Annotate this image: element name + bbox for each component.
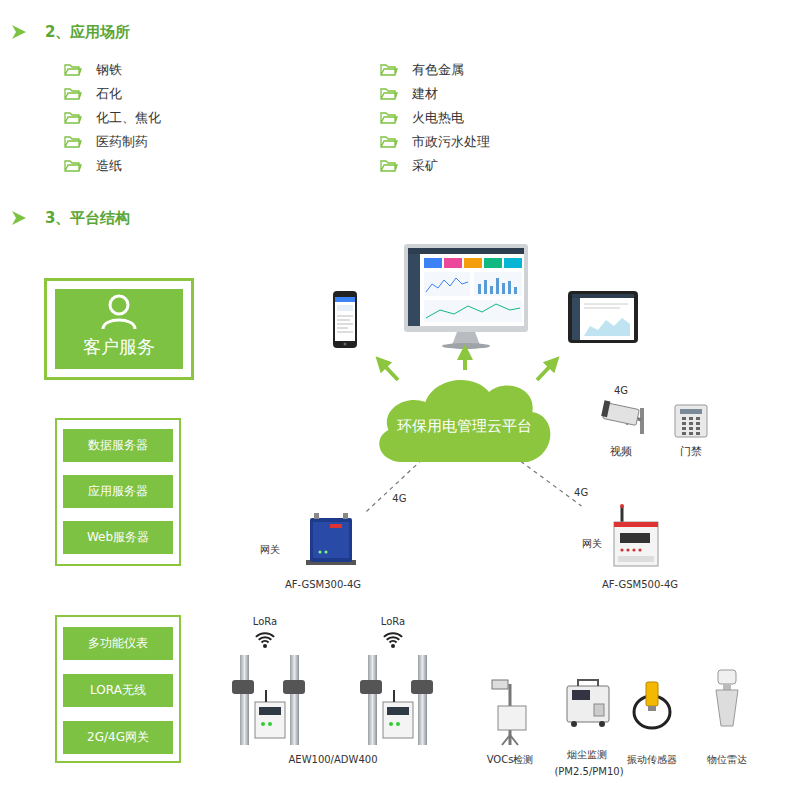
gateway-node: 网关 AF-GSM500-4G (580, 506, 700, 592)
service-box: 客户服务 (44, 278, 194, 380)
group-outline: 多功能仪表 LORA无线 2G/4G网关 (55, 615, 181, 763)
folder-icon (65, 65, 81, 75)
folder-icon (381, 161, 397, 171)
list-item: 市政污水处理 (412, 134, 490, 150)
gateway-caption: 网关 (260, 543, 280, 557)
tablet-illustration (568, 291, 638, 343)
device-box-text: 多功能仪表 (88, 635, 148, 652)
dashed-link (366, 454, 428, 512)
list-item: 造纸 (96, 158, 122, 174)
device-box: 多功能仪表 (63, 627, 173, 660)
device-caption: VOCs检测 (487, 754, 534, 766)
folder-icon (65, 137, 81, 147)
section-heading: 3、平台结构 (45, 209, 130, 227)
folder-icon (65, 89, 81, 99)
list-item: 火电热电 (412, 110, 464, 126)
cloud-platform: 环保用电管理云平台 (372, 370, 557, 470)
list-item: 化工、焦化 (96, 110, 161, 126)
camera-illustration (601, 400, 644, 434)
gateway-illustration (306, 513, 356, 565)
link-label: 4G (614, 385, 628, 397)
device-caption: (PM2.5/PM10) (554, 766, 623, 778)
door-access-illustration (675, 405, 707, 437)
device-box-text: 2G/4G网关 (87, 729, 149, 746)
device-caption: 振动传感器 (627, 754, 677, 766)
section-heading: 2、应用场所 (45, 23, 130, 41)
folder-icon (381, 89, 397, 99)
link-label: LoRa (381, 616, 405, 628)
list-item: 采矿 (412, 158, 438, 174)
link-label: LoRa (253, 616, 277, 628)
meter-unit (360, 633, 433, 745)
device-box: 2G/4G网关 (63, 721, 173, 754)
device-caption: AEW100/ADW400 (288, 754, 377, 766)
group-outline: 数据服务器应用服务器 Web服务器 (55, 418, 181, 566)
model-number: AF-GSM300-4G (285, 579, 361, 590)
device-caption: 视频 (610, 445, 632, 458)
phone-illustration (333, 291, 357, 348)
folder-icon (381, 113, 397, 123)
level-radar-illustration (716, 670, 738, 726)
device-caption: 烟尘监测 (567, 749, 607, 761)
server-box-text: 数据服务器 (88, 437, 148, 454)
meter-illustration (232, 633, 433, 745)
device-caption: 门禁 (680, 445, 702, 458)
model-number: AF-GSM500-4G (602, 579, 678, 590)
server-box: Web服务器 (63, 521, 173, 554)
section-marker (12, 25, 26, 225)
list-item: 石化 (96, 86, 122, 102)
server-box: 数据服务器 (63, 429, 173, 462)
device-box: LORA无线 (63, 674, 173, 707)
folder-icon (65, 113, 81, 123)
vocs-sensor-illustration (492, 680, 526, 745)
list-item: 钢铁 (96, 62, 122, 78)
list-item: 医药制药 (96, 134, 148, 150)
list-item: 有色金属 (412, 62, 464, 78)
list-item: 建材 (412, 86, 438, 102)
folder-icon (381, 137, 397, 147)
service-box-text: 客户服务 (83, 335, 155, 359)
vibration-sensor-illustration (634, 682, 670, 728)
folder-icon (381, 65, 397, 75)
meter-unit (232, 633, 305, 745)
link-label: 4G (572, 487, 590, 498)
server-box-text: Web服务器 (87, 529, 149, 546)
monitor-illustration (404, 244, 528, 349)
device-caption: 物位雷达 (707, 754, 747, 766)
folder-icons (65, 65, 397, 171)
device-box-text: LORA无线 (90, 682, 146, 699)
gateway-illustration (614, 504, 658, 566)
server-box: 应用服务器 (63, 475, 173, 508)
server-box-text: 应用服务器 (88, 483, 148, 500)
person-icon (99, 291, 139, 331)
cloud-platform-text: 环保用电管理云平台 (397, 417, 532, 436)
folder-icon (65, 161, 81, 171)
link-label: 4G (390, 492, 408, 503)
gateway-caption: 网关 (582, 537, 602, 551)
output-arrow (381, 352, 554, 380)
dust-monitor-illustration (567, 680, 609, 727)
gateway-node: 网关 AF-GSM300-4G (258, 512, 388, 592)
